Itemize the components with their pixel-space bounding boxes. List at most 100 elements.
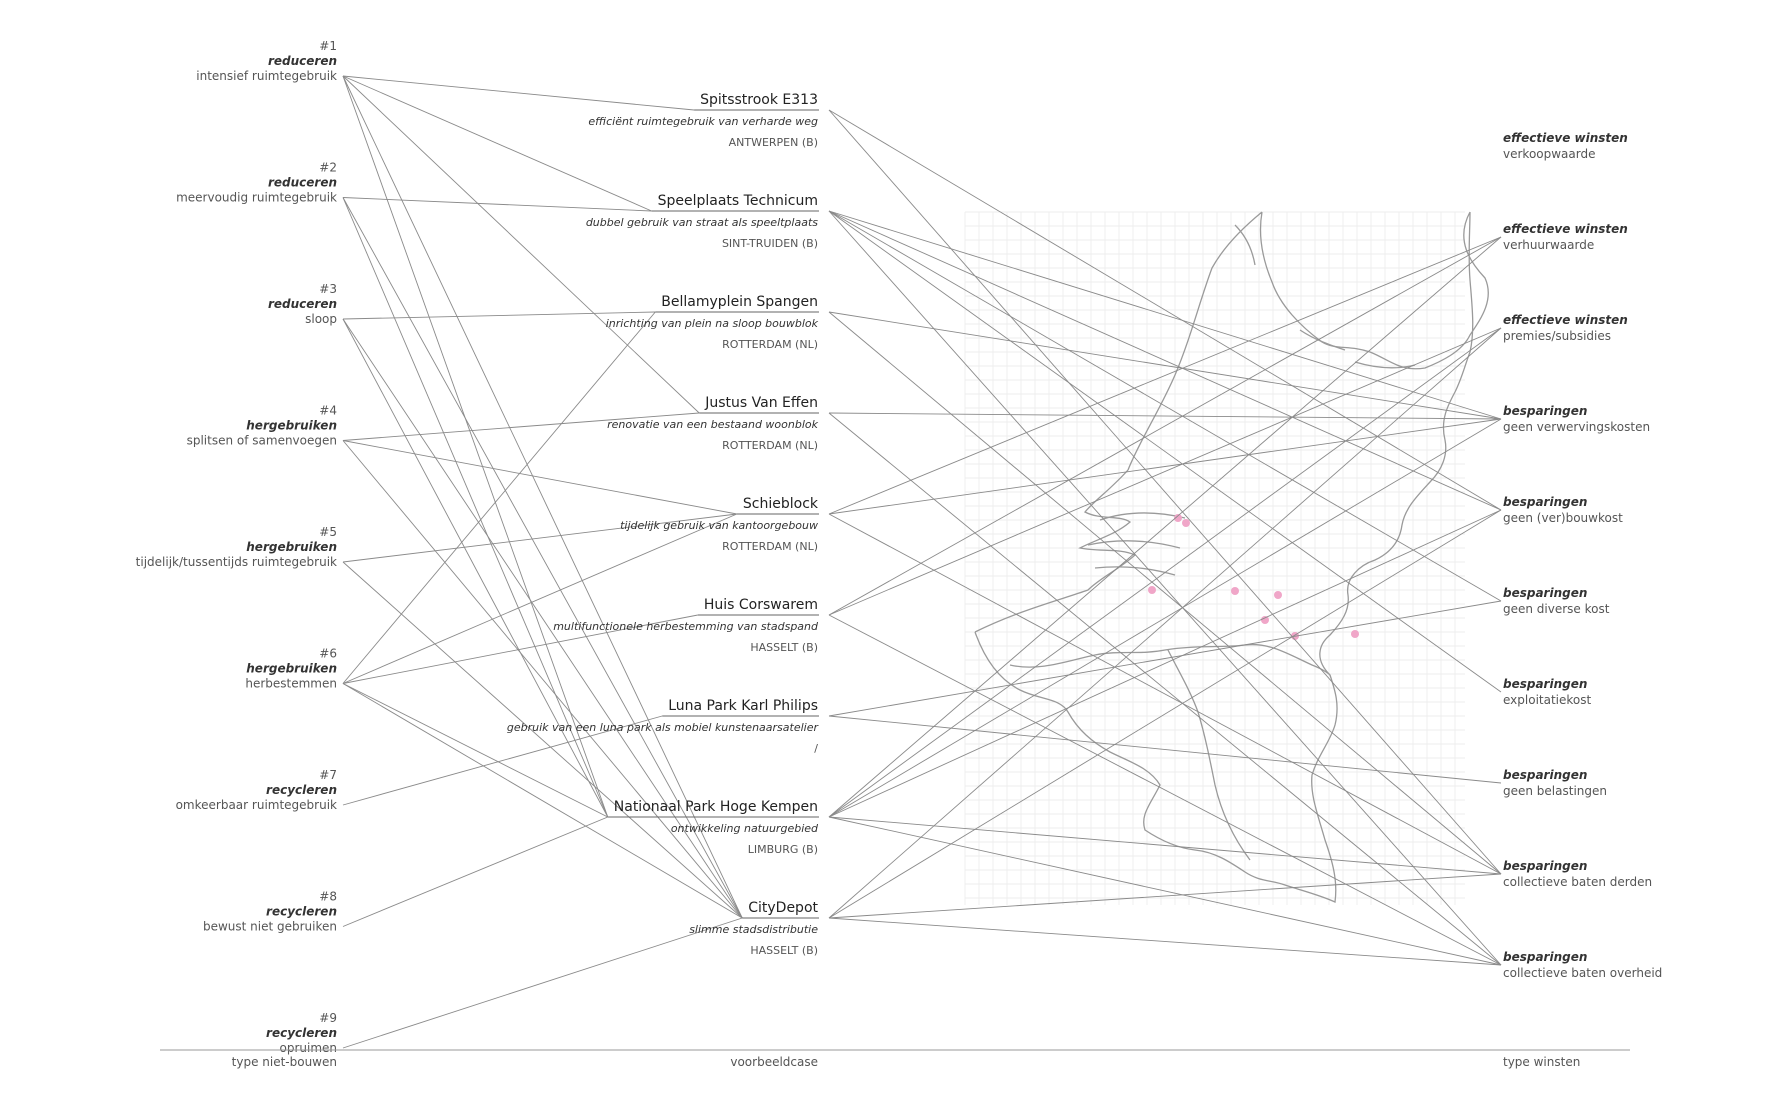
case-location: / [814, 742, 818, 755]
map-marker [1261, 616, 1269, 624]
type-description: meervoudig ruimtegebruik [176, 191, 337, 205]
case-winst-link [828, 327, 1502, 616]
case-winst-link [828, 109, 1502, 511]
type-case-link [342, 75, 652, 212]
winst-category: besparingen [1503, 859, 1587, 873]
type-number: #1 [319, 39, 337, 53]
type-case-link [342, 311, 656, 320]
case-winst-link [828, 210, 1502, 693]
map-marker [1174, 514, 1182, 522]
case-subtitle: dubbel gebruik van straat als speeltplaa… [586, 216, 818, 229]
case-location: ROTTERDAM (NL) [722, 540, 818, 553]
type-category: reduceren [268, 297, 337, 311]
type-case-link [342, 311, 656, 684]
type-number: #7 [319, 768, 337, 782]
case-title: CityDepot [748, 900, 818, 916]
case-subtitle: gebruik van een luna park als mobiel kun… [507, 721, 820, 734]
case-winst-link [828, 109, 1502, 875]
winst-category: besparingen [1503, 586, 1587, 600]
type-description: intensief ruimtegebruik [196, 69, 337, 83]
type-case-link [342, 683, 608, 818]
type-category: reduceren [268, 176, 337, 190]
type-category: hergebruiken [246, 540, 337, 554]
type-case-link [342, 318, 743, 919]
case-winst-link [828, 311, 1502, 875]
type-description: bewust niet gebruiken [203, 920, 337, 934]
winst-category: besparingen [1503, 768, 1587, 782]
type-number: #2 [319, 161, 337, 175]
type-number: #9 [319, 1011, 337, 1025]
map-coastline [974, 211, 1489, 903]
case-location: HASSELT (B) [750, 641, 818, 654]
type-description: omkeerbaar ruimtegebruik [176, 798, 337, 812]
map-border [1009, 643, 1331, 861]
case-winst-link [828, 513, 1502, 875]
case-winst-link [828, 917, 1502, 966]
case-winst-link [828, 210, 1502, 966]
winst-category: effectieve winsten [1503, 313, 1628, 327]
case-title: Luna Park Karl Philips [668, 698, 818, 714]
type-category: hergebruiken [246, 662, 337, 676]
winst-category: besparingen [1503, 404, 1587, 418]
case-title: Justus Van Effen [704, 395, 818, 411]
winst-description: verhuurwaarde [1503, 238, 1594, 252]
case-winst-link [828, 412, 1502, 420]
axis-label-right: type winsten [1503, 1055, 1580, 1069]
winst-category: besparingen [1503, 677, 1587, 691]
case-winst-link [828, 418, 1502, 515]
case-subtitle: multifunctionele herbestemming van stads… [553, 620, 819, 633]
case-winst-link [828, 509, 1502, 919]
type-description: tijdelijk/tussentijds ruimtegebruik [136, 555, 337, 569]
case-subtitle: inrichting van plein na sloop bouwblok [606, 317, 819, 330]
winst-description: geen (ver)bouwkost [1503, 511, 1623, 525]
winst-item: besparingen geen belastingen [1503, 768, 1607, 798]
type-description: splitsen of samenvoegen [187, 434, 337, 448]
type-case-link [342, 440, 743, 919]
case-subtitle: efficiënt ruimtegebruik van verharde weg [588, 115, 818, 128]
type-number: #5 [319, 525, 337, 539]
winst-description: geen belastingen [1503, 784, 1607, 798]
case-winst-link [828, 816, 1502, 966]
case-item: Luna Park Karl Philips gebruik van een lu… [507, 698, 820, 755]
case-winst-link [828, 327, 1502, 919]
type-category: recycleren [266, 783, 337, 797]
axis-label-left: type niet-bouwen [232, 1055, 337, 1069]
case-winst-link [828, 509, 1502, 818]
type-case-link [342, 513, 738, 684]
type-case-link [342, 412, 700, 441]
case-winst-link [828, 236, 1502, 515]
type-description: sloop [305, 312, 337, 326]
type-case-link [342, 513, 737, 563]
type-case-link [342, 440, 737, 515]
winst-category: besparingen [1503, 950, 1587, 964]
case-winst-link [828, 311, 1502, 420]
netherlands-belgium-map [964, 211, 1489, 905]
case-winst-link [828, 873, 1502, 919]
map-marker [1148, 586, 1156, 594]
map-marker [1274, 591, 1282, 599]
case-location: HASSELT (B) [750, 944, 818, 957]
connection-lines [342, 75, 1502, 1049]
case-title: Nationaal Park Hoge Kempen [614, 799, 818, 815]
case-item: Nationaal Park Hoge Kempen ontwikkeling n… [614, 799, 819, 856]
case-winst-link [828, 600, 1502, 717]
case-location: LIMBURG (B) [748, 843, 818, 856]
case-title: Schieblock [743, 496, 819, 512]
case-winst-link [828, 715, 1502, 784]
type-case-link [342, 614, 698, 684]
type-number: #6 [319, 647, 337, 661]
case-title: Bellamyplein Spangen [661, 294, 818, 310]
case-subtitle: ontwikkeling natuurgebied [671, 822, 819, 835]
